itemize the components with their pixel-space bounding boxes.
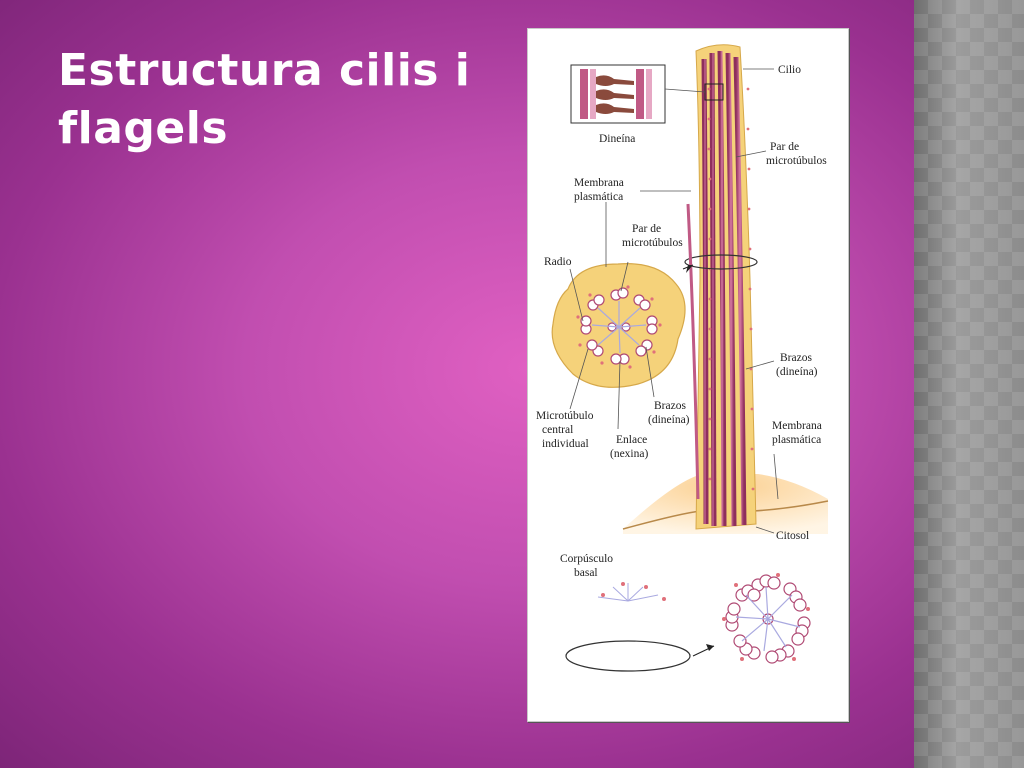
cilium-shaft <box>684 44 758 530</box>
label-microtubulo-c: individual <box>542 438 589 450</box>
label-par-microtubulos-1a: Par de <box>770 141 799 153</box>
cilia-diagram-svg: Cilio Dineína Par de microtúbulos Membra… <box>536 44 829 689</box>
label-membrana-1a: Membrana <box>574 177 624 189</box>
label-brazos-1b: (dineína) <box>776 366 818 378</box>
label-microtubulo-b: central <box>542 424 573 436</box>
label-radio: Radio <box>544 256 572 268</box>
slide-title: Estructura cilis i flagels <box>58 45 471 154</box>
label-brazos-1a: Brazos <box>780 352 812 364</box>
section-ring <box>684 254 758 270</box>
label-corpusculo-a: Corpúsculo <box>560 553 613 565</box>
label-dineina-inset: Dineína <box>599 133 635 145</box>
label-membrana-2a: Membrana <box>772 420 822 432</box>
label-par-microtubulos-2b: microtúbulos <box>622 237 683 249</box>
label-membrana-2b: plasmática <box>772 434 821 446</box>
dynein-arm-dots <box>707 87 755 491</box>
label-microtubulo-a: Microtúbulo <box>536 410 594 422</box>
label-enlace-b: (nexina) <box>610 448 648 460</box>
label-corpusculo-b: basal <box>574 567 598 579</box>
figure-labels: Cilio Dineína Par de microtúbulos Membra… <box>536 64 827 579</box>
basal-cross-section <box>722 573 811 664</box>
basal-body <box>565 582 715 689</box>
dynein-inset <box>570 64 706 124</box>
label-citosol: Citosol <box>776 530 809 542</box>
label-cilio: Cilio <box>778 64 801 76</box>
label-membrana-1b: plasmática <box>574 191 623 203</box>
leader-lines <box>569 68 779 534</box>
label-enlace-a: Enlace <box>616 434 647 446</box>
cilia-structure-figure: Cilio Dineína Par de microtúbulos Membra… <box>527 28 849 722</box>
label-brazos-2b: (dineína) <box>648 414 690 426</box>
label-par-microtubulos-2a: Par de <box>632 223 661 235</box>
label-brazos-2a: Brazos <box>654 400 686 412</box>
label-par-microtubulos-1b: microtúbulos <box>766 155 827 167</box>
decorative-side-strip <box>914 0 1024 768</box>
